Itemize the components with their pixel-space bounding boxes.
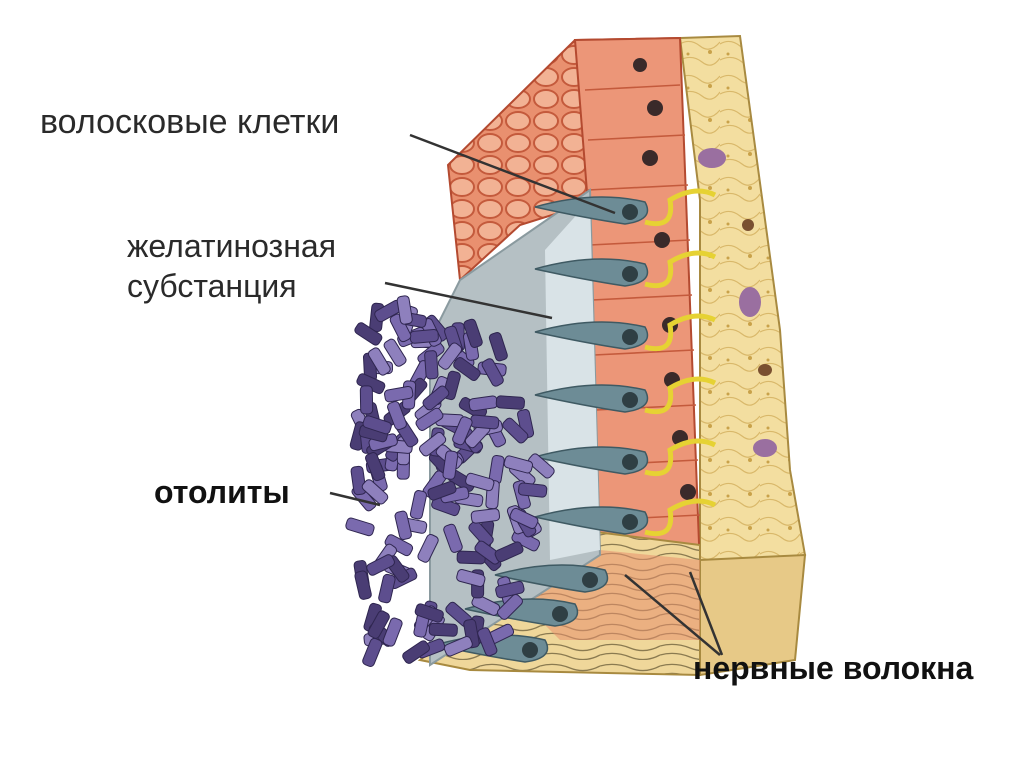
label-hair-cells: волосковые клетки (40, 103, 339, 142)
otolith-crystal-icon (470, 415, 499, 429)
nucleus-icon (582, 572, 598, 588)
label-nerve-fibers: нервные волокна (693, 650, 973, 687)
nucleus-icon (622, 392, 638, 408)
otolith-crystal-icon (410, 329, 439, 343)
otolith-crystal-icon (394, 510, 412, 540)
nucleus-icon (552, 606, 568, 622)
nucleus-icon (622, 514, 638, 530)
label-otoliths: отолиты (154, 474, 290, 511)
label-gelatinous-line1: желатинозная (127, 228, 336, 265)
otolith-crystal-icon (354, 570, 372, 600)
nucleus-icon (622, 454, 638, 470)
nucleus-icon (622, 204, 638, 220)
label-gelatinous-line2: субстанция (127, 268, 297, 305)
nucleus-icon (622, 266, 638, 282)
otolith-crystal-icon (518, 483, 547, 498)
nucleus-icon (622, 329, 638, 345)
otolith-crystal-icon (424, 350, 438, 379)
otolith-crystal-icon (345, 517, 375, 537)
otolith-crystal-icon (360, 386, 372, 414)
otolith-crystal-icon (496, 396, 525, 410)
nucleus-icon (522, 642, 538, 658)
otolith-crystal-icon (410, 490, 428, 520)
otolith-crystal-icon (429, 623, 458, 636)
otolith-crystal-icon (378, 574, 396, 604)
